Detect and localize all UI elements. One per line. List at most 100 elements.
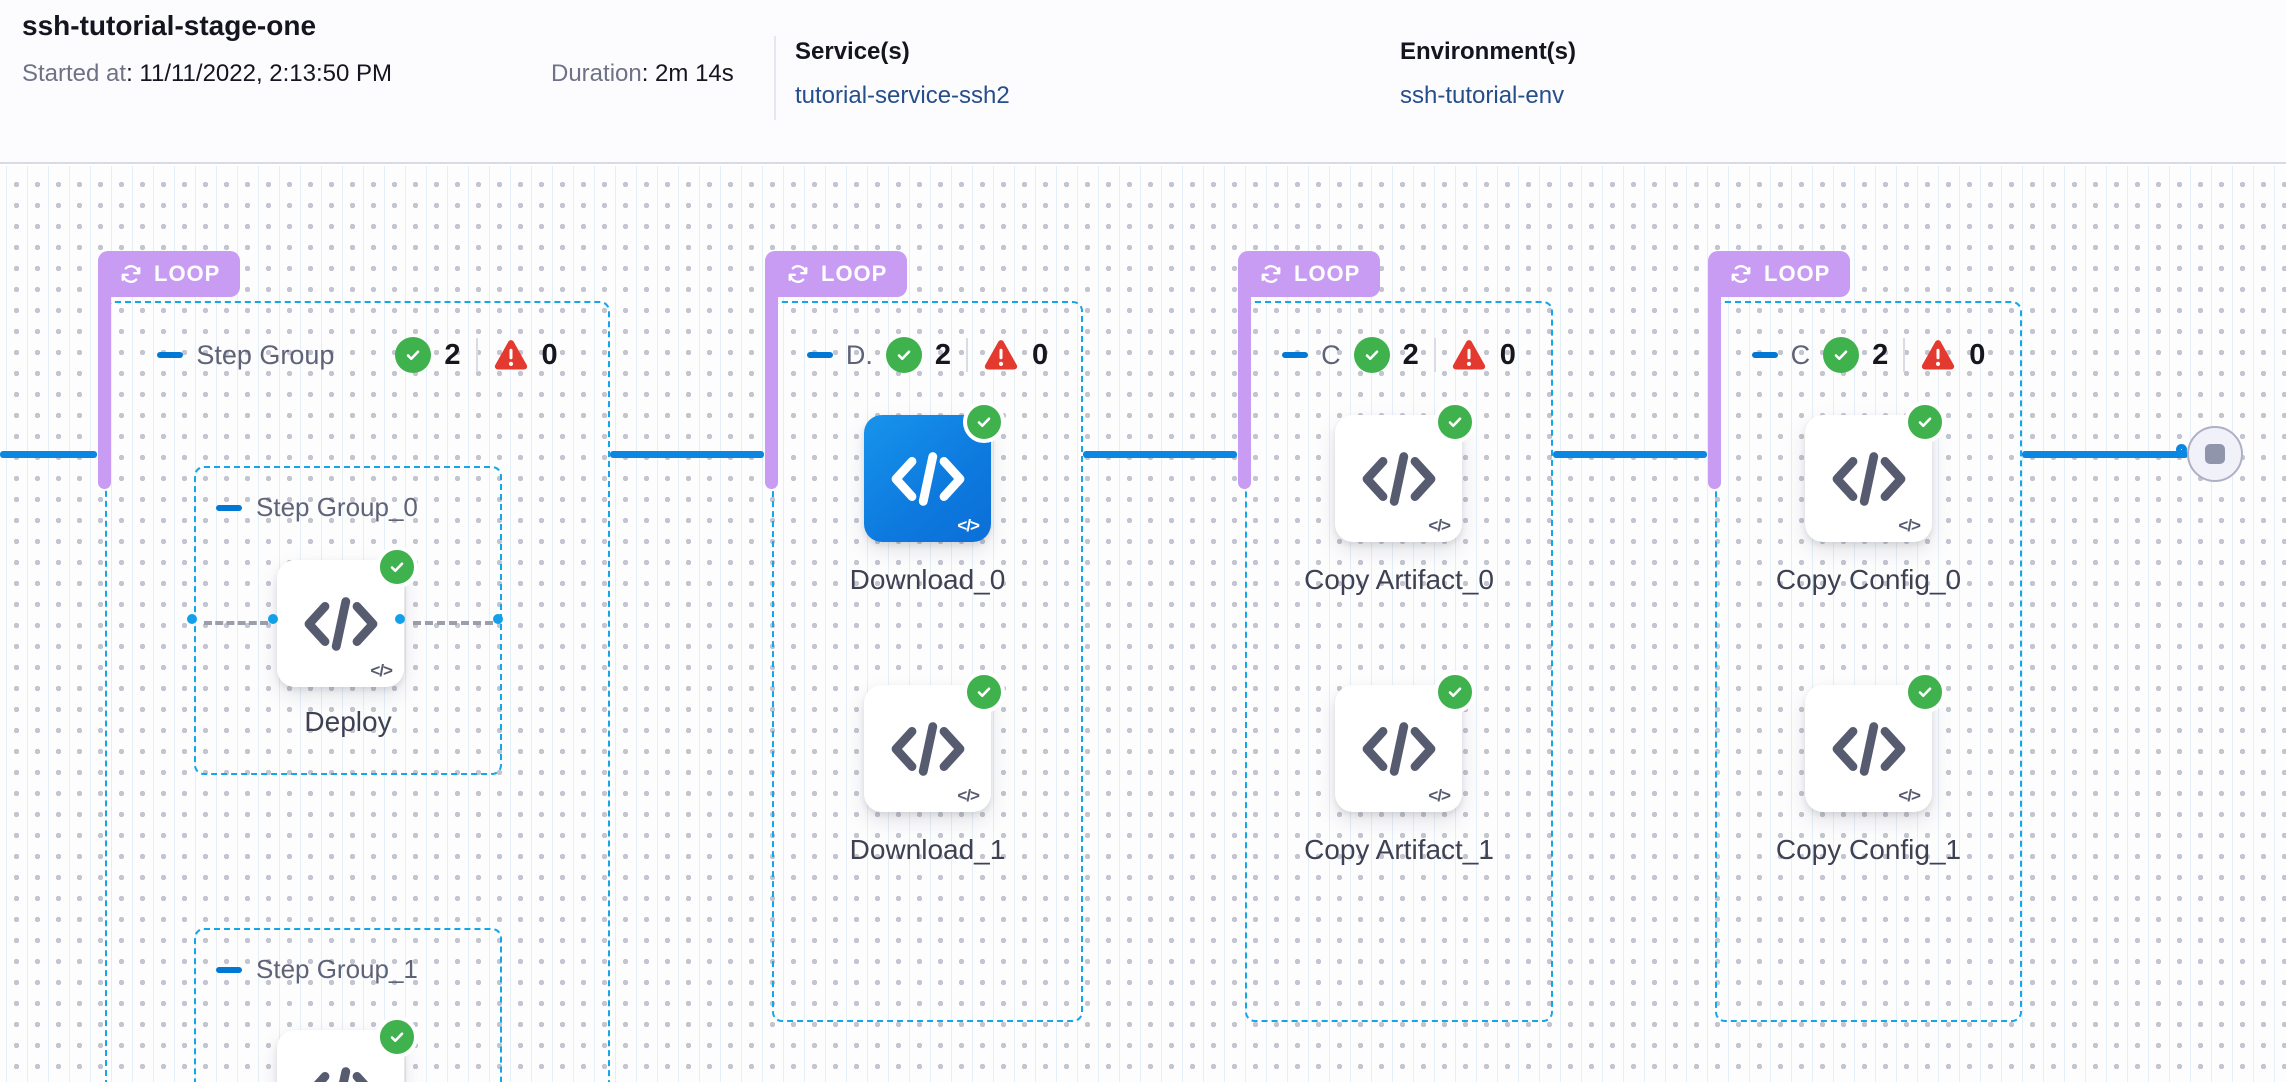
loop-group-step-group: LOOP Step Group 2 0 Step Group_0 </> bbox=[98, 251, 610, 1082]
step-label: Copy Artifact_1 bbox=[1304, 834, 1494, 865]
code-icon bbox=[1362, 721, 1435, 776]
loop-badge: LOOP bbox=[1708, 251, 1851, 297]
step-success-icon bbox=[1434, 401, 1476, 443]
code-icon bbox=[891, 451, 964, 506]
step-type-mini-icon: </> bbox=[1428, 786, 1451, 805]
connector-dot[interactable] bbox=[395, 614, 405, 624]
step-card-copy-artifact-1[interactable]: </> bbox=[1335, 671, 1476, 812]
loop-icon bbox=[121, 265, 141, 283]
connector-dashed-line bbox=[204, 621, 268, 625]
loop-icon bbox=[1261, 265, 1281, 283]
step-card-download-0[interactable]: </> bbox=[864, 401, 1005, 542]
step-type-mini-icon: </> bbox=[1428, 516, 1451, 535]
connector-dot[interactable] bbox=[268, 614, 278, 624]
success-count: 2 bbox=[444, 338, 461, 371]
subgroup-step-group-1: Step Group_1 </> bbox=[194, 928, 502, 1082]
success-check-icon bbox=[395, 337, 432, 373]
connector-dot[interactable] bbox=[187, 614, 197, 624]
execution-edge bbox=[2022, 451, 2188, 458]
loop-badge-label: LOOP bbox=[154, 261, 221, 286]
step-label: Copy Config_0 bbox=[1775, 564, 1962, 595]
collapse-dash-icon[interactable] bbox=[216, 966, 242, 973]
subgroup-title: Step Group_0 bbox=[256, 492, 418, 522]
connector-dot[interactable] bbox=[493, 614, 503, 624]
warning-icon bbox=[1452, 339, 1485, 369]
end-anchor-dot[interactable] bbox=[2176, 444, 2187, 455]
step-card[interactable]: </> bbox=[277, 1016, 418, 1082]
code-icon bbox=[891, 721, 964, 776]
step-card-copy-config-0[interactable]: </> bbox=[1805, 401, 1946, 542]
subgroup-title: Step Group_1 bbox=[256, 954, 418, 984]
group-header: C 2 0 bbox=[1247, 337, 1551, 373]
step-success-icon bbox=[1904, 671, 1946, 713]
duration-value: : 2m 14s bbox=[641, 60, 734, 87]
loop-badge-label: LOOP bbox=[1294, 261, 1361, 286]
environments-block: Environment(s) ssh-tutorial-env bbox=[1400, 38, 1576, 110]
loop-group-download: LOOP D. 2 0 </> Download_0 </> Download_… bbox=[765, 251, 1083, 1022]
stage-end-node[interactable] bbox=[2187, 426, 2243, 482]
step-card-download-1[interactable]: </> bbox=[864, 671, 1005, 812]
group-title: C bbox=[1321, 339, 1341, 370]
success-count: 2 bbox=[1402, 338, 1419, 371]
collapse-dash-icon[interactable] bbox=[157, 352, 184, 358]
group-header: D. 2 0 bbox=[774, 337, 1081, 373]
step-card-copy-config-1[interactable]: </> bbox=[1805, 671, 1946, 812]
loop-icon bbox=[1731, 265, 1751, 283]
step-card-deploy[interactable]: </> bbox=[277, 546, 418, 687]
collapse-dash-icon[interactable] bbox=[216, 504, 242, 511]
subgroup-header: Step Group_0 bbox=[196, 468, 500, 523]
subgroup-step-group-0: Step Group_0 </> Deploy bbox=[187, 466, 503, 775]
group-header: Step Group 2 0 bbox=[107, 337, 608, 373]
failure-count: 0 bbox=[1969, 338, 1986, 371]
step-label: Copy Artifact_0 bbox=[1304, 564, 1494, 595]
step-type-mini-icon: </> bbox=[1898, 786, 1921, 805]
failure-count: 0 bbox=[1032, 338, 1049, 371]
subgroup-header: Step Group_1 bbox=[196, 930, 500, 985]
group-header: C 2 0 bbox=[1717, 337, 2020, 373]
step-label: Download_1 bbox=[849, 834, 1006, 865]
loop-badge-label: LOOP bbox=[1764, 261, 1831, 286]
duration-label: Duration bbox=[551, 60, 642, 87]
execution-edge bbox=[610, 451, 764, 458]
service-link[interactable]: tutorial-service-ssh2 bbox=[795, 82, 1010, 109]
step-success-icon bbox=[963, 671, 1005, 713]
success-check-icon bbox=[1353, 337, 1390, 373]
step-success-icon bbox=[376, 1016, 418, 1058]
execution-edge bbox=[1553, 451, 1707, 458]
stage-title: ssh-tutorial-stage-one bbox=[22, 10, 317, 41]
success-count: 2 bbox=[934, 338, 951, 371]
success-check-icon bbox=[885, 337, 922, 373]
success-check-icon bbox=[1823, 337, 1860, 373]
environment-link[interactable]: ssh-tutorial-env bbox=[1400, 82, 1565, 109]
group-title: D. bbox=[845, 339, 873, 370]
loop-badge: LOOP bbox=[765, 251, 908, 297]
code-icon bbox=[1832, 451, 1905, 506]
connector-dashed-line bbox=[413, 621, 493, 625]
started-label: Started at bbox=[22, 60, 127, 87]
execution-edge bbox=[1083, 451, 1237, 458]
stage-header: ssh-tutorial-stage-one Started at: 11/11… bbox=[0, 0, 2286, 164]
stage-duration: Duration: 2m 14s bbox=[551, 60, 734, 88]
started-value: : 11/11/2022, 2:13:50 PM bbox=[126, 60, 393, 87]
step-card-copy-artifact-0[interactable]: </> bbox=[1335, 401, 1476, 542]
collapse-dash-icon[interactable] bbox=[1282, 352, 1309, 358]
collapse-dash-icon[interactable] bbox=[1751, 352, 1778, 358]
header-divider bbox=[774, 36, 776, 120]
counts-divider bbox=[1433, 338, 1436, 372]
step-success-icon bbox=[376, 546, 418, 588]
execution-edge bbox=[0, 451, 97, 458]
group-title: C bbox=[1790, 339, 1811, 370]
group-title: Step Group bbox=[196, 339, 335, 370]
failure-count: 0 bbox=[1499, 338, 1516, 371]
step-label: Copy Config_1 bbox=[1775, 834, 1962, 865]
loop-group-copy-config: LOOP C 2 0 </> Copy Config_0 </> Copy Co… bbox=[1708, 251, 2022, 1022]
collapse-dash-icon[interactable] bbox=[806, 352, 833, 358]
services-label: Service(s) bbox=[795, 38, 910, 65]
counts-divider bbox=[1903, 338, 1906, 372]
loop-strip bbox=[1708, 295, 1721, 489]
warning-icon bbox=[984, 339, 1018, 369]
step-type-mini-icon: </> bbox=[370, 661, 393, 680]
step-success-icon bbox=[1434, 671, 1476, 713]
step-label: Deploy bbox=[304, 706, 392, 737]
loop-icon bbox=[788, 265, 808, 283]
